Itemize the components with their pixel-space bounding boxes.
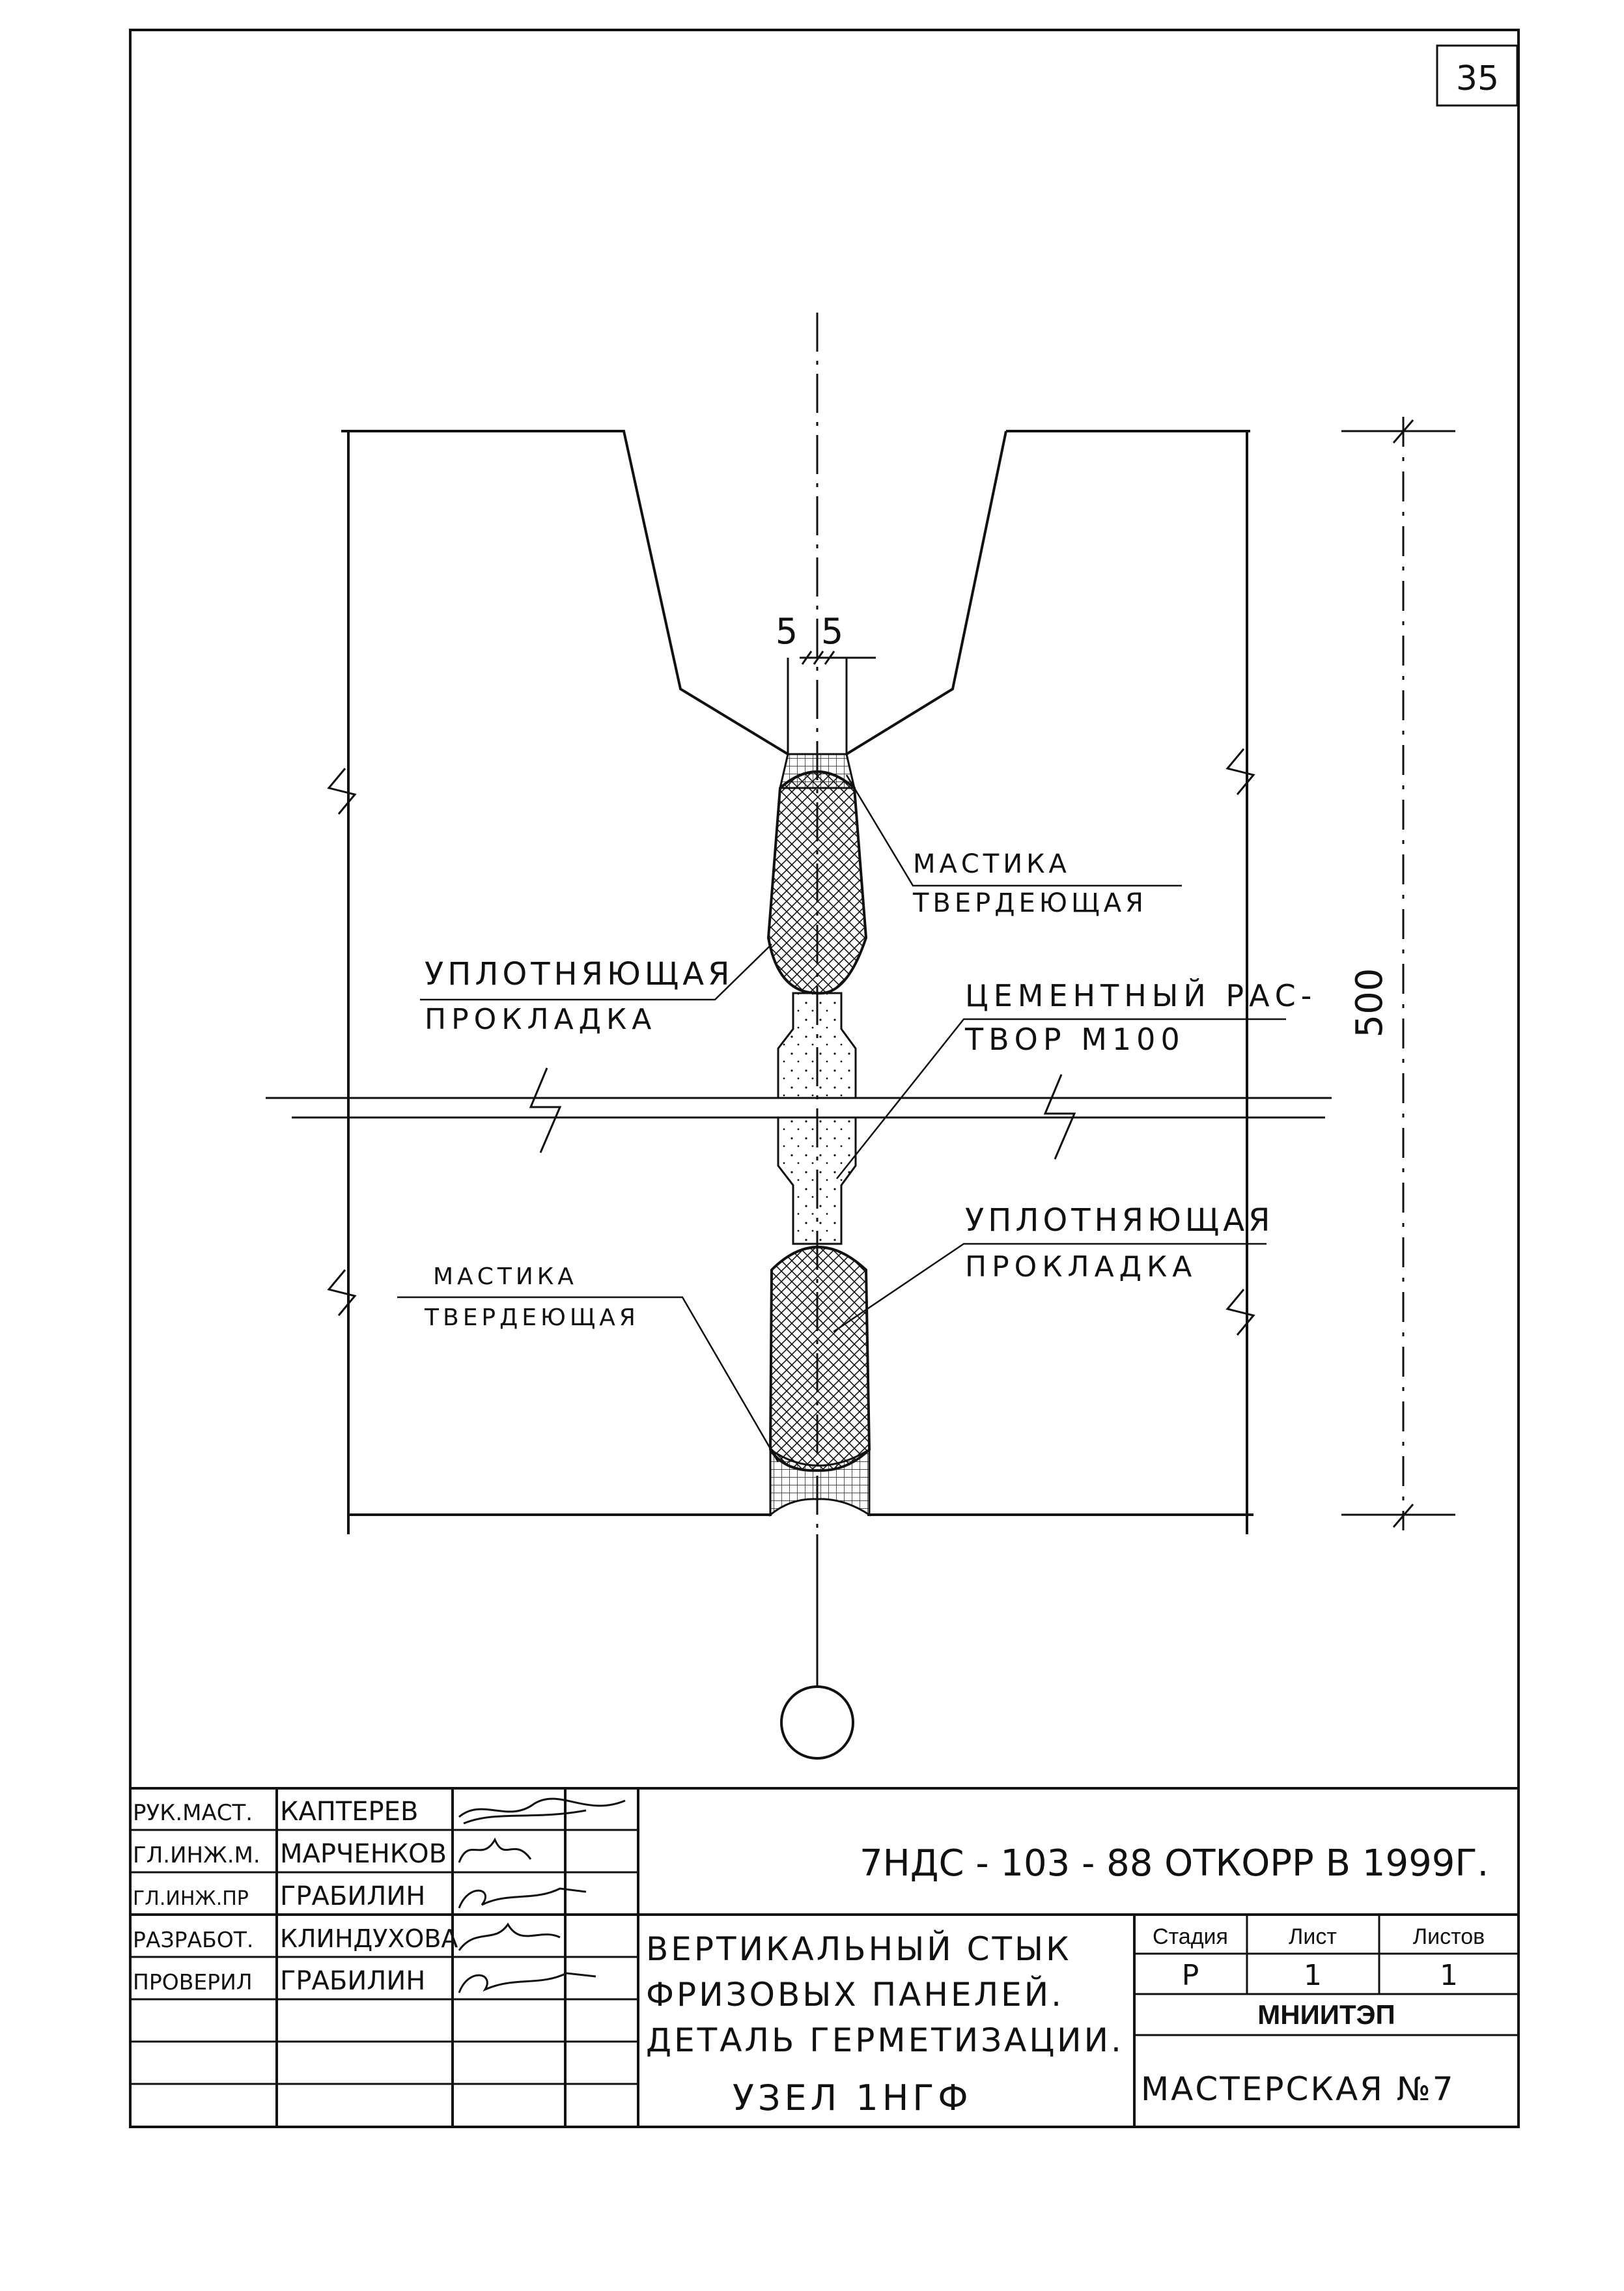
role-2: ГЛ.ИНЖ.М. xyxy=(133,1842,260,1868)
sheet-number: 35 xyxy=(1456,59,1499,98)
name-2: МАРЧЕНКОВ xyxy=(280,1839,447,1869)
description-line-1: ВЕРТИКАЛЬНЫЙ СТЫК xyxy=(646,1930,1072,1968)
label-gasket-bottom-2: ПРОКЛАДКА xyxy=(965,1250,1197,1284)
label-gasket-top-2: ПРОКЛАДКА xyxy=(425,1003,656,1036)
label-mastic-bottom-1: МАСТИКА xyxy=(433,1263,578,1290)
name-1: КАПТЕРЕВ xyxy=(280,1797,418,1827)
title-block xyxy=(130,1787,1519,2127)
role-1: РУК.МАСТ. xyxy=(133,1800,253,1826)
gap-dim-left: 5 xyxy=(776,611,798,652)
label-mortar-1: ЦЕМЕНТНЫЙ РАС- xyxy=(965,978,1317,1013)
label-mastic-top-1: МАСТИКА xyxy=(913,849,1071,879)
document-code: 7НДС - 103 - 88 ОТКОРР В 1999Г. xyxy=(860,1842,1489,1885)
node-marker-circle xyxy=(780,1685,854,1760)
description-line-3: ДЕТАЛЬ ГЕРМЕТИЗАЦИИ. xyxy=(646,2021,1124,2059)
gap-dim-right: 5 xyxy=(821,611,843,652)
top-gasket xyxy=(766,770,868,995)
cement-mortar-lower xyxy=(777,1116,857,1245)
sheet-frame xyxy=(129,29,1520,2128)
left-panel xyxy=(327,430,789,1534)
sheet-header: Лист xyxy=(1289,1924,1337,1949)
name-3: ГРАБИЛИН xyxy=(280,1881,425,1911)
stage-value: Р xyxy=(1182,1959,1199,1992)
height-dimension xyxy=(1341,417,1455,1530)
stage-header: Стадия xyxy=(1153,1924,1228,1949)
node-label: УЗЕЛ 1НГФ xyxy=(733,2077,972,2118)
workshop: МАСТЕРСКАЯ №7 xyxy=(1141,2070,1455,2108)
label-gasket-top-1: УПЛОТНЯЮЩАЯ xyxy=(425,956,734,992)
label-mortar-2: ТВОР М100 xyxy=(964,1022,1185,1057)
right-panel xyxy=(845,430,1255,1534)
description-line-2: ФРИЗОВЫХ ПАНЕЛЕЙ. xyxy=(646,1975,1064,2014)
name-5: ГРАБИЛИН xyxy=(280,1966,425,1996)
role-4: РАЗРАБОТ. xyxy=(133,1927,253,1952)
leaders xyxy=(397,774,1286,1463)
bottom-mastic xyxy=(769,1448,871,1517)
label-gasket-bottom-1: УПЛОТНЯЮЩАЯ xyxy=(965,1202,1274,1239)
sheet-value: 1 xyxy=(1304,1959,1322,1992)
sheets-value: 1 xyxy=(1440,1959,1458,1992)
sheets-header: Листов xyxy=(1413,1924,1485,1949)
cement-mortar xyxy=(777,992,857,1099)
role-3: ГЛ.ИНЖ.ПР xyxy=(133,1887,249,1910)
gap-dimension xyxy=(787,651,876,754)
name-4: КЛИНДУХОВА xyxy=(280,1924,458,1953)
label-mastic-top-2: ТВЕРДЕЮЩАЯ xyxy=(912,888,1147,918)
height-dim-label: 500 xyxy=(1349,968,1391,1038)
role-5: ПРОВЕРИЛ xyxy=(133,1969,253,1995)
sheet-number-box: 35 xyxy=(1436,44,1519,107)
bottom-gasket xyxy=(768,1246,871,1472)
signatures xyxy=(458,1797,626,1993)
label-mastic-bottom-2: ТВЕРДЕЮЩАЯ xyxy=(424,1304,639,1331)
organization: МНИИТЭП xyxy=(1257,1999,1395,2030)
